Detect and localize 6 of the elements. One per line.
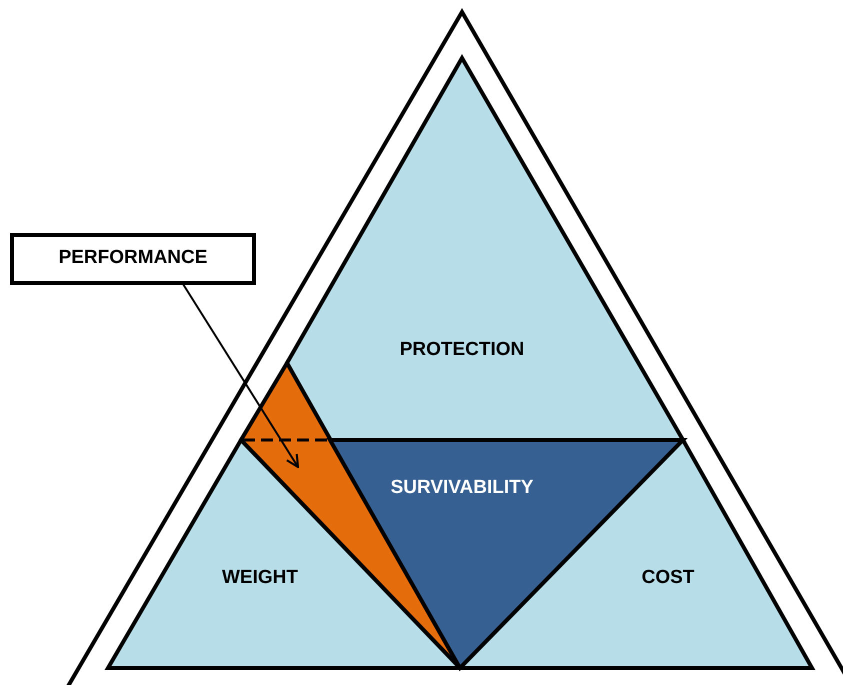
label-text: PERFORMANCE <box>58 247 208 269</box>
region-label: SURVIVABILITY <box>390 477 534 499</box>
region-label: PROTECTION <box>400 339 524 361</box>
region-label: WEIGHT <box>222 567 298 589</box>
leader-arrow <box>182 283 300 468</box>
region-label: COST <box>642 567 694 589</box>
